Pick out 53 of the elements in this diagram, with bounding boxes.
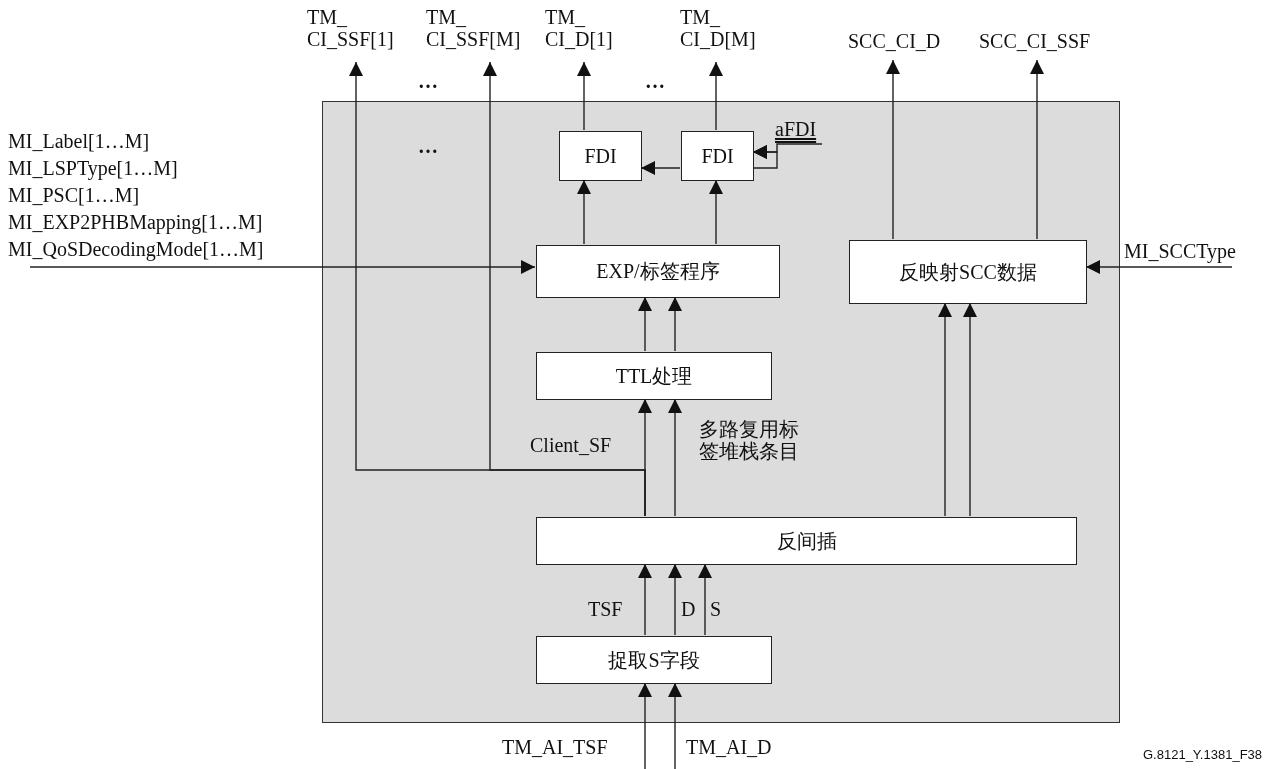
arrow (577, 61, 591, 131)
edge-label: S (710, 598, 722, 620)
figure-number: G.8121_Y.1381_F38 (1143, 748, 1263, 763)
arrow (638, 682, 652, 769)
arrow (638, 563, 652, 636)
process-box: FDI (559, 131, 642, 181)
process-box: 捉取S字段 (536, 636, 772, 684)
arrow (752, 145, 778, 169)
arrow (1030, 59, 1044, 240)
signal-label: MI_QoSDecodingMode[1…M] (8, 237, 264, 263)
signal-label: MI_EXP2PHBMapping[1…M] (8, 210, 264, 236)
signal-label: SCC_CI_SSF (979, 30, 1091, 53)
signal-label: aFDI (775, 118, 817, 141)
arrow (938, 302, 952, 517)
signal-label: TM_ CI_SSF[1] (307, 6, 395, 50)
arrow (638, 296, 652, 352)
arrow (963, 302, 977, 517)
function-block (322, 101, 1120, 723)
arrow (577, 179, 591, 245)
signal-label: MI_SCCType (1124, 240, 1236, 263)
arrow (698, 563, 712, 636)
edge-label: 多路复用标签堆栈条目 (698, 418, 800, 462)
arrow (483, 61, 646, 517)
ellipsis: … (418, 70, 438, 92)
arrow (709, 61, 723, 131)
ellipsis: … (418, 135, 438, 157)
arrow (709, 179, 723, 245)
signal-label: MI_LSPType[1…M] (8, 156, 179, 182)
edge-label: Client_SF (530, 434, 612, 456)
arrow (1085, 260, 1233, 274)
arrow (668, 296, 682, 352)
edge-label: D (681, 598, 696, 620)
signal-label: MI_PSC[1…M] (8, 183, 141, 208)
process-box: TTL处理 (536, 352, 772, 400)
signal-label: SCC_CI_D (848, 30, 941, 53)
arrow (29, 260, 536, 274)
arrow (640, 161, 681, 175)
arrow (886, 59, 900, 240)
process-box: 反映射SCC数据 (849, 240, 1087, 304)
edge-label: TSF (588, 598, 623, 620)
edge-label: TM_AI_TSF (502, 736, 608, 758)
arrow (668, 563, 682, 636)
arrow (668, 682, 682, 769)
ellipsis: … (645, 70, 665, 92)
arrow (668, 398, 682, 517)
process-box: EXP/标签程序 (536, 245, 780, 298)
process-box: FDI (681, 131, 754, 181)
signal-label: TM_ CI_D[M] (680, 6, 757, 50)
process-box: 反间插 (536, 517, 1077, 565)
signal-label: TM_ CI_SSF[M] (426, 6, 522, 50)
edge-label: TM_AI_D (686, 736, 772, 758)
signal-label: TM_ CI_D[1] (545, 6, 614, 50)
signal-label: MI_Label[1…M] (8, 129, 151, 154)
